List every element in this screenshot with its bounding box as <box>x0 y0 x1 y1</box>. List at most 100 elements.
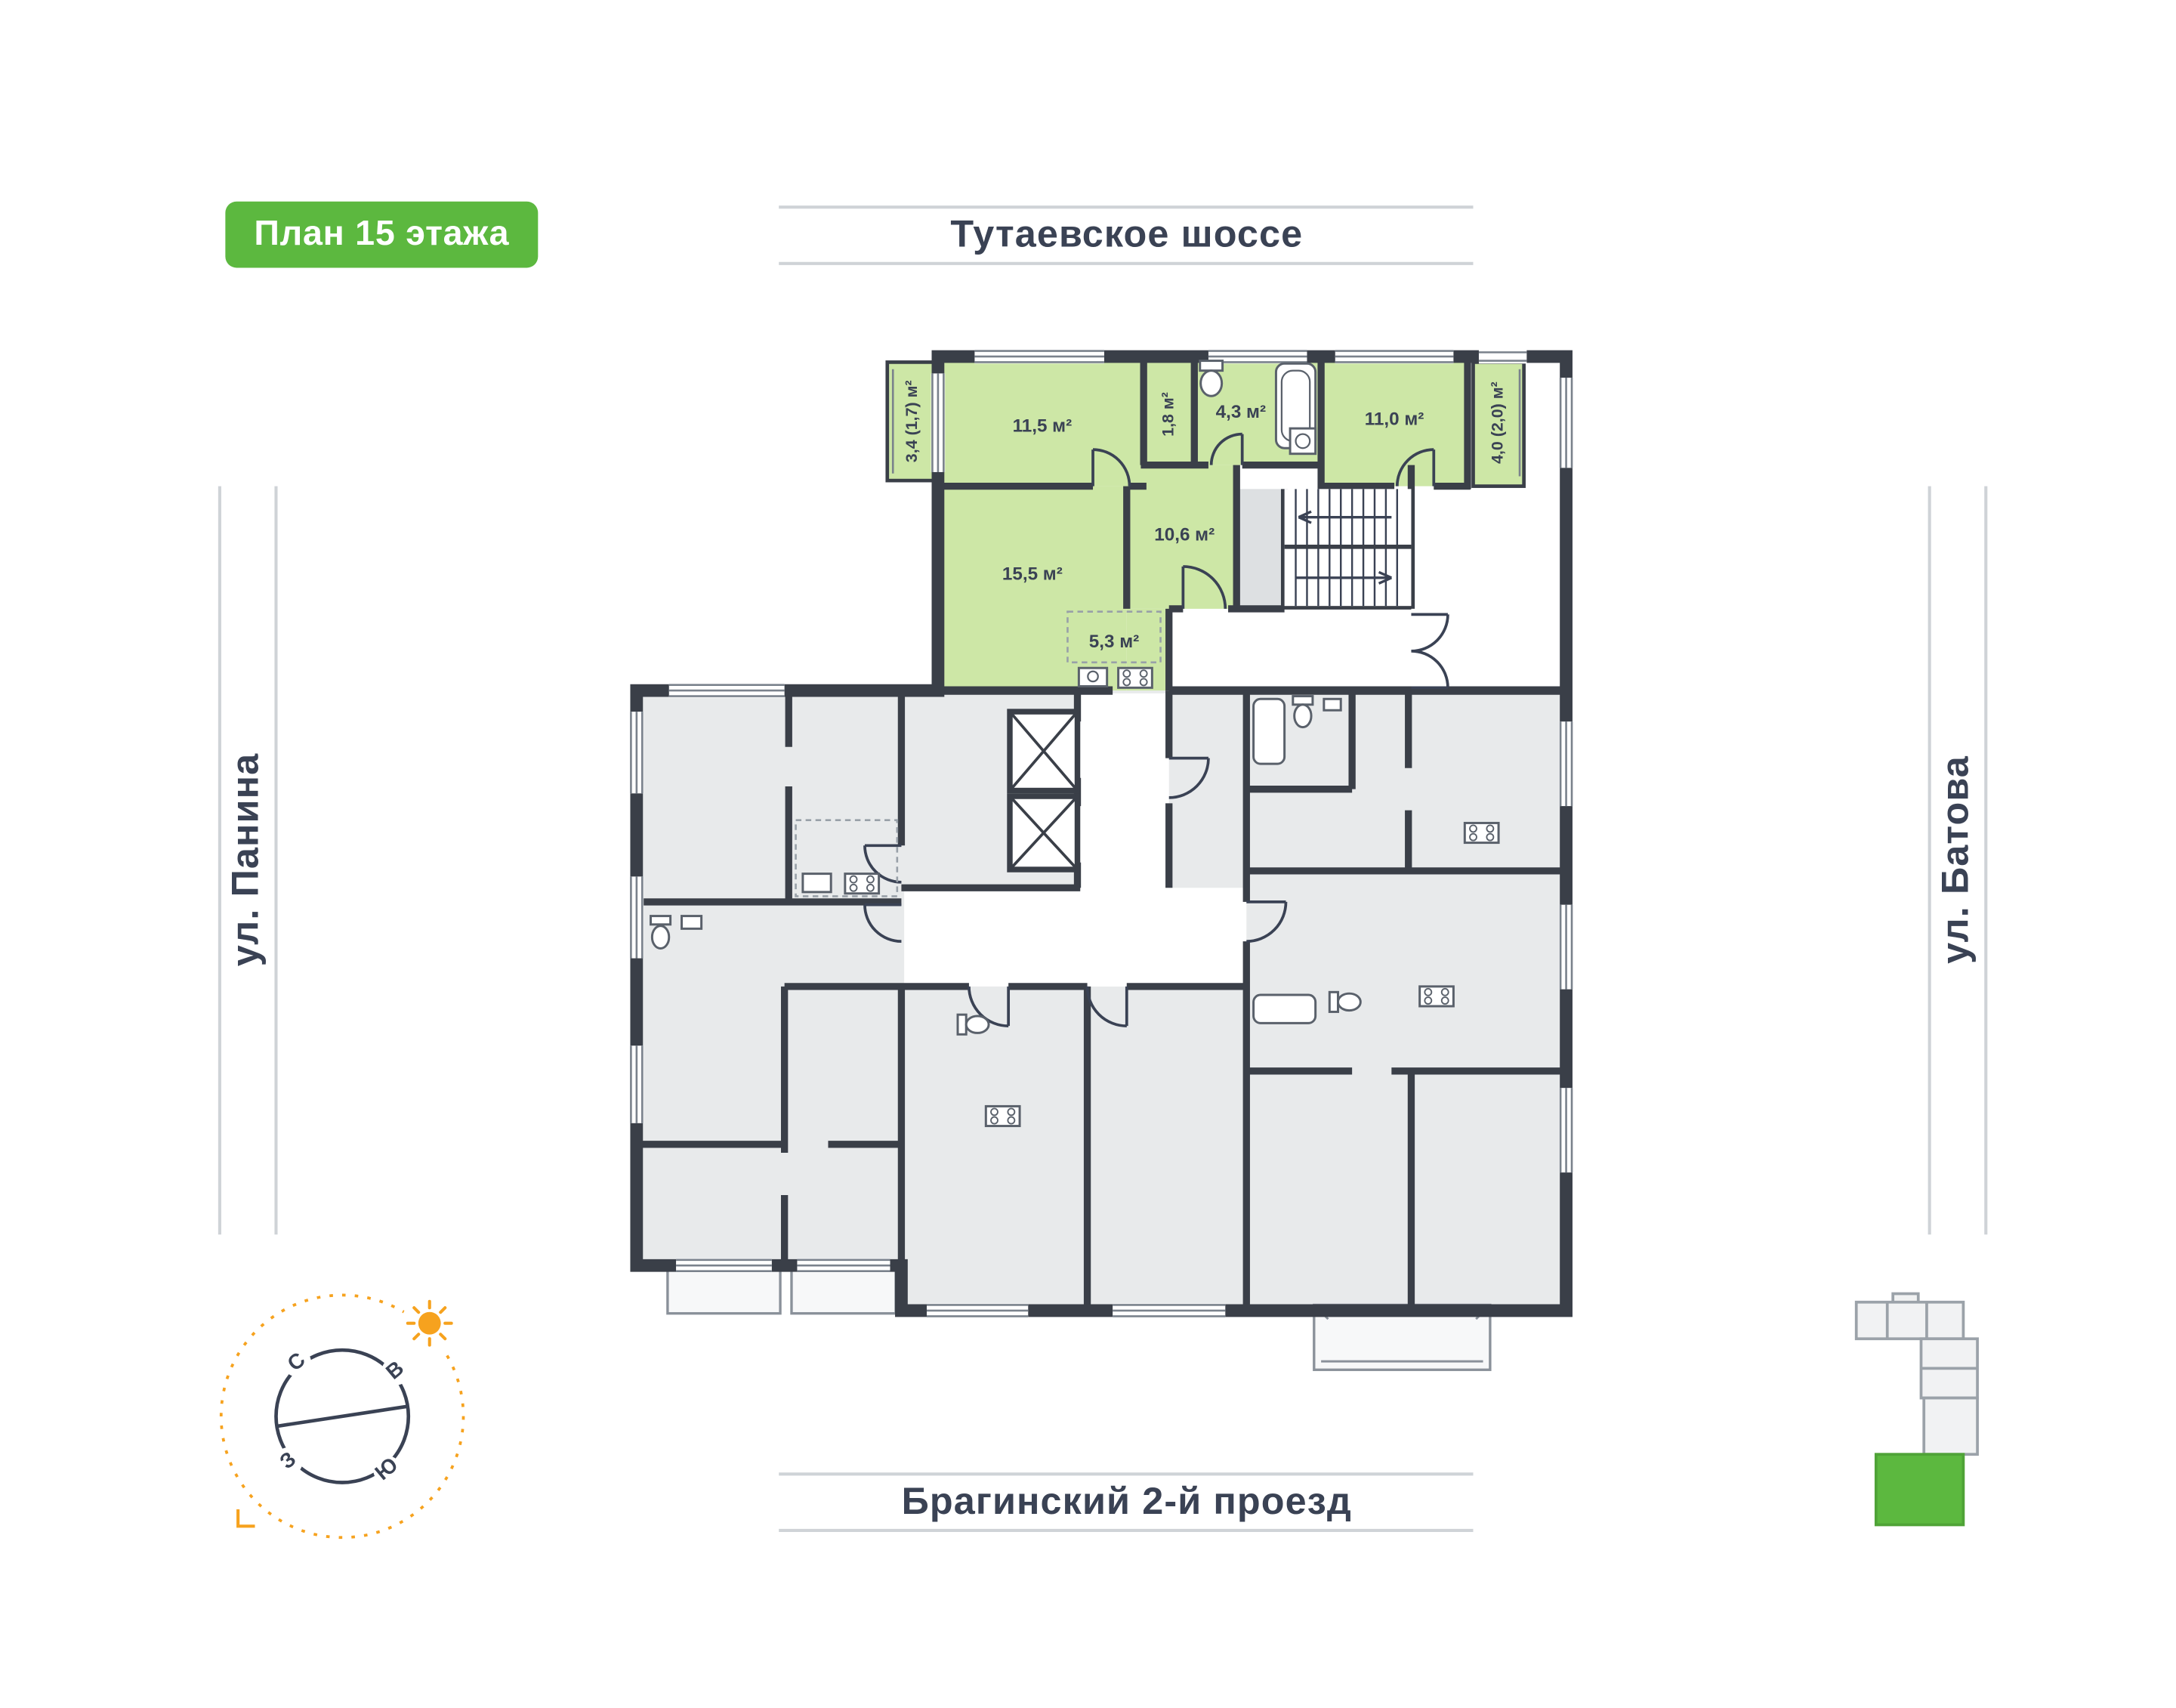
bathtub-icon <box>1252 993 1317 1024</box>
windows <box>629 349 1573 1318</box>
window <box>1559 1088 1573 1173</box>
area-label: 1,8 м² <box>1159 392 1177 437</box>
room-wardrobe[interactable] <box>1144 356 1195 465</box>
sink-icon <box>1323 697 1342 712</box>
minimap-section <box>1854 1300 1965 1341</box>
area-label: 3,4 (1,7) м² <box>903 380 921 462</box>
window <box>1113 1303 1226 1318</box>
area-label: 4,0 (2,0) м² <box>1489 381 1507 464</box>
door-arc-double <box>1411 613 1449 690</box>
interior-walls <box>636 356 1566 1311</box>
bathtub-icon <box>1252 697 1286 765</box>
washer-door <box>1295 433 1311 449</box>
window <box>1559 721 1573 807</box>
lower-walls <box>636 690 1566 1311</box>
toilet-tank-icon <box>1199 360 1224 372</box>
window <box>797 1258 890 1273</box>
entrance-hall <box>1414 489 1563 688</box>
door-arc <box>968 986 1011 1027</box>
apartment-region-bottom-middle-1[interactable] <box>906 990 1083 1306</box>
letter-bg <box>282 1348 312 1377</box>
location-minimap <box>1854 1292 1979 1527</box>
door-arc <box>1209 432 1244 465</box>
door-arc <box>1085 986 1128 1027</box>
floor-badge-bg <box>225 201 539 268</box>
room-bedroom[interactable] <box>937 356 1144 486</box>
letter-bg <box>381 1357 410 1385</box>
doors <box>863 432 1449 1027</box>
window <box>1208 349 1307 364</box>
toilet-bowl-icon <box>1199 369 1224 397</box>
balcony-bottom-left-1 <box>666 1264 782 1315</box>
apartment-region-bottom-middle-2[interactable] <box>1091 990 1242 1306</box>
washer-icon <box>1289 427 1317 456</box>
compass-corner-mark <box>236 1509 255 1528</box>
stair-arrow-up <box>1298 510 1392 524</box>
fixtures <box>650 360 1500 1128</box>
window <box>629 1045 644 1123</box>
window <box>1559 904 1573 990</box>
room-bedroom-2[interactable] <box>1321 356 1468 486</box>
sink-icon <box>1077 666 1109 687</box>
compass-needle-line <box>277 1404 408 1428</box>
compass: С В Ю З <box>219 1293 465 1540</box>
area-label: 4,3 м² <box>1216 402 1266 422</box>
letter-bg <box>373 1456 402 1484</box>
street-top: Тутаевское шоссе <box>779 205 1474 265</box>
elevator-shaft <box>1007 709 1081 794</box>
floor-badge-label: План 15 этажа <box>254 213 509 252</box>
door-arc <box>863 903 902 944</box>
door-arc <box>1168 756 1210 799</box>
floor-plan: 3,4 (1,7) м² 11,5 м² 1,8 м² 4,3 м² 11,0 … <box>629 349 1573 1371</box>
elevators <box>1007 709 1081 873</box>
stove-icon <box>1117 666 1153 689</box>
floor-badge: План 15 этажа <box>225 201 539 268</box>
sink-icon <box>681 915 703 930</box>
room-balcony-left[interactable] <box>885 360 940 483</box>
apartment-region-right-bottom[interactable] <box>1251 875 1562 1306</box>
door-arc <box>863 844 902 884</box>
area-label: 11,0 м² <box>1365 409 1424 429</box>
sink-icon <box>801 873 832 894</box>
street-bottom-label: Брагинский 2-й проезд <box>902 1479 1352 1522</box>
street-left-label: ул. Панина <box>223 753 266 966</box>
toilet-bowl-icon <box>965 1015 990 1034</box>
room-living[interactable] <box>937 486 1127 691</box>
window <box>1478 349 1527 364</box>
toilet-tank-icon <box>650 915 672 926</box>
apartment-region-top-left[interactable] <box>640 695 897 898</box>
window <box>974 349 1104 364</box>
area-label: 11,5 м² <box>1013 416 1073 437</box>
window <box>668 683 785 698</box>
area-label: 5,3 м² <box>1089 632 1139 652</box>
elevator-shaft <box>1007 793 1081 873</box>
window <box>676 1258 772 1273</box>
window <box>629 876 644 959</box>
stairwell <box>1284 489 1412 607</box>
toilet-bowl-icon <box>1293 703 1313 729</box>
sun-core <box>418 1311 441 1335</box>
apartment-region-bottom-left[interactable] <box>640 907 897 1262</box>
shaft <box>1236 489 1285 607</box>
window <box>629 712 644 794</box>
stair-arrow-down <box>1295 570 1393 585</box>
street-right-label: ул. Батова <box>1933 755 1976 964</box>
kitchen-zone-dashed <box>795 819 899 897</box>
minimap-current-building[interactable] <box>1874 1453 1965 1527</box>
window <box>931 373 946 472</box>
door-arc <box>1091 448 1131 486</box>
kitchen-zone-dashed <box>1066 610 1162 664</box>
sun-rays <box>406 1299 453 1347</box>
minimap-section <box>1922 1396 1979 1456</box>
street-bottom: Брагинский 2-й проезд <box>779 1472 1474 1532</box>
door-arc <box>1246 900 1288 944</box>
balcony-bottom-left-2 <box>790 1264 897 1315</box>
street-right: ул. Батова <box>1928 486 1988 1235</box>
letter-bg <box>274 1447 303 1476</box>
window <box>1559 377 1573 468</box>
apartment-region-right-top[interactable] <box>1173 695 1562 867</box>
area-label: 10,6 м² <box>1154 524 1215 545</box>
room-balcony-right[interactable] <box>1471 360 1526 488</box>
